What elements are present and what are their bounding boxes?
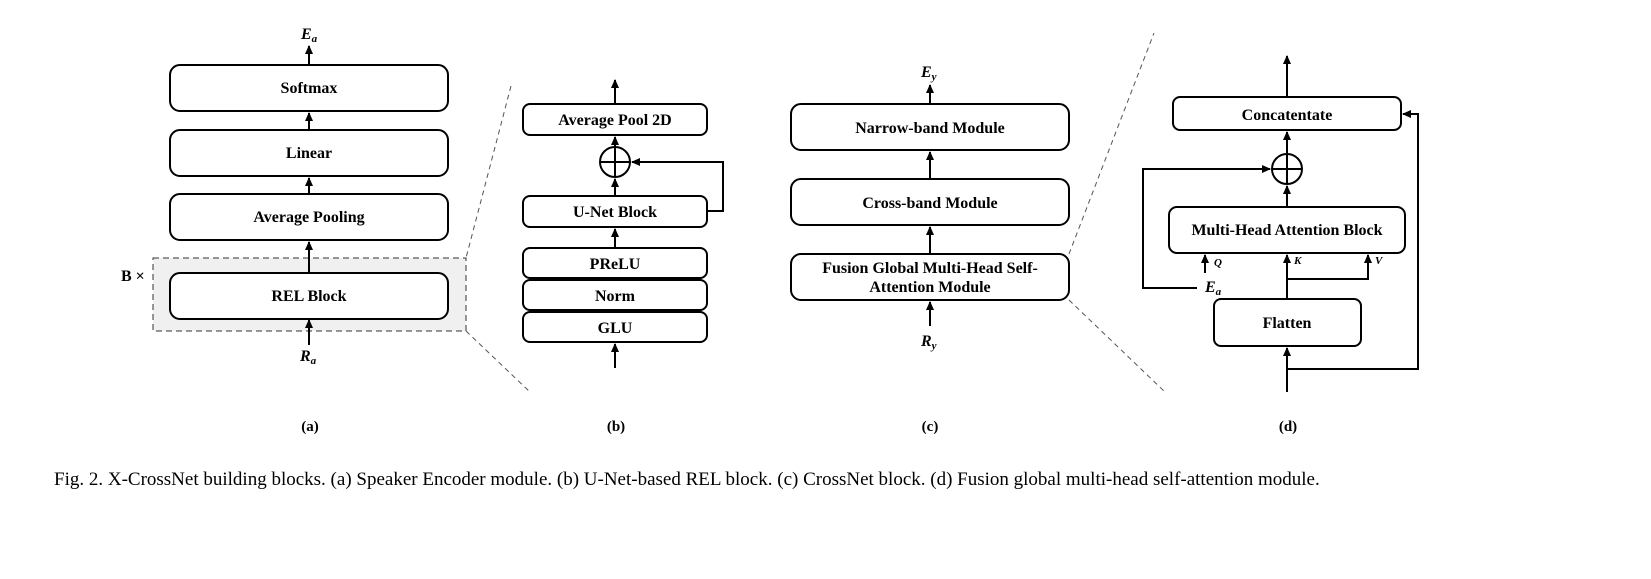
panel-a: B × Softmax Linear Average Pooling REL B…: [121, 26, 467, 435]
ea-residual-path: [1142, 165, 1271, 289]
ea-input-label: Ea: [1204, 279, 1222, 298]
glu-box: [522, 311, 708, 343]
cross-band-label: Cross-band Module: [862, 195, 997, 212]
arrow-v: [1287, 254, 1372, 280]
norm-label: Norm: [595, 288, 636, 305]
skip-connection-b: [631, 158, 724, 212]
ea-output-label: Ea: [300, 26, 318, 45]
zoom-line-ab-top: [465, 85, 512, 259]
skip-to-concatenate: [1287, 110, 1419, 370]
panel-d: Concatentate Multi-Head Attention Block …: [1142, 55, 1419, 435]
panel-c: Narrow-band Module Cross-band Module Fus…: [790, 64, 1070, 435]
rel-block-label: REL Block: [271, 288, 346, 305]
fusion-module-label-1: Fusion Global Multi-Head Self-: [822, 260, 1038, 277]
zoom-line-cd-top: [1068, 32, 1155, 255]
norm-box: [522, 279, 708, 311]
average-pooling-label: Average Pooling: [253, 209, 364, 226]
figure-caption: Fig. 2. X-CrossNet building blocks. (a) …: [54, 469, 1320, 490]
panel-d-label: (d): [1279, 419, 1297, 435]
softmax-label: Softmax: [281, 80, 338, 97]
zoom-line-ab-bottom: [465, 330, 532, 394]
narrow-band-label: Narrow-band Module: [855, 120, 1005, 137]
mha-block-label: Multi-Head Attention Block: [1191, 222, 1382, 239]
zoom-line-cd-bottom: [1068, 299, 1166, 393]
panel-a-label: (a): [301, 419, 319, 435]
ey-output-label: Ey: [920, 64, 937, 83]
q-label: Q: [1214, 257, 1222, 269]
ra-input-label: Ra: [299, 348, 317, 367]
panel-b: Average Pool 2D U-Net Block PReLU Norm G…: [522, 79, 724, 435]
glu-label: GLU: [598, 320, 633, 337]
k-label: K: [1293, 255, 1302, 267]
prelu-label: PReLU: [590, 256, 641, 273]
average-pool-2d-label: Average Pool 2D: [558, 112, 671, 129]
unet-block-label: U-Net Block: [573, 204, 657, 221]
linear-label: Linear: [286, 145, 332, 162]
v-label: V: [1375, 255, 1384, 267]
repeat-label: B ×: [121, 268, 145, 285]
fusion-module-label-2: Attention Module: [869, 279, 990, 296]
flatten-label: Flatten: [1263, 315, 1312, 332]
ry-input-label: Ry: [920, 333, 937, 352]
panel-c-label: (c): [922, 419, 939, 435]
panel-b-label: (b): [607, 419, 625, 435]
concatenate-label: Concatentate: [1242, 107, 1333, 124]
